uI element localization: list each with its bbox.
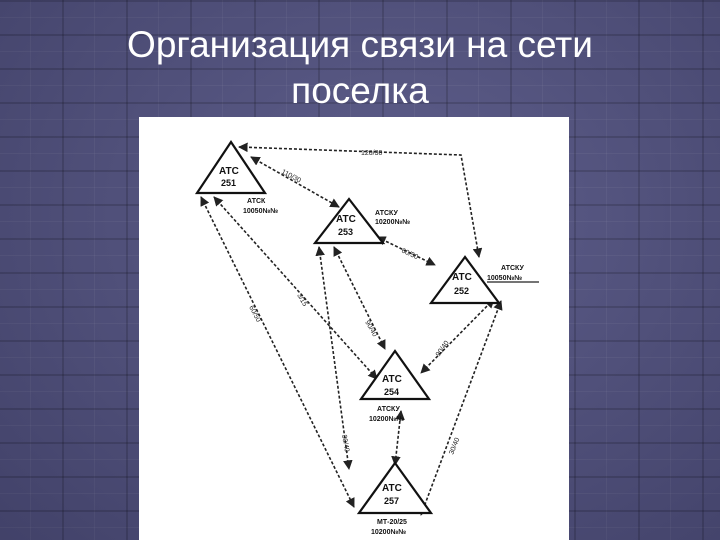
link-label-251-252: 120/30 (361, 150, 383, 157)
exchange-node-257: ATC 257 МТ-20/25 10200№№ (356, 461, 434, 536)
node-capacity: 10050№№ (243, 207, 278, 215)
link-254-257 (391, 410, 405, 466)
node-name: ATC (382, 374, 402, 385)
link-252-257 (419, 300, 503, 516)
node-name: ATC (382, 483, 402, 494)
link-label-251-257: 60/50 (247, 305, 261, 324)
triangle-icon (428, 255, 502, 305)
link-label-252-257: 30/40 (448, 437, 461, 456)
link-label-254-257: 30/40 (340, 434, 350, 453)
node-capacity: 10200№№ (369, 415, 404, 423)
link-label-252-254: 90/40 (435, 340, 451, 358)
link-labels: 120/30 110/30 60/50 60/50 3/15 90/40 90/… (247, 150, 461, 456)
link-253-254 (333, 246, 386, 350)
network-diagram: 120/30 110/30 60/50 60/50 3/15 90/40 90/… (139, 117, 569, 540)
node-number: 252 (454, 286, 469, 296)
node-number: 254 (384, 387, 399, 397)
node-capacity: 10200№№ (371, 528, 406, 536)
exchange-node-252: ATC 252 АТСКУ 10050№№ (428, 255, 524, 305)
link-label-251-253: 110/30 (280, 169, 302, 185)
node-name: ATC (219, 166, 239, 177)
node-type: АТСК (247, 198, 266, 205)
link-label-253-252: 60/50 (400, 247, 419, 261)
link-251-254 (213, 196, 378, 380)
triangle-icon (356, 461, 434, 515)
link-label-253-257: 3/15 (295, 293, 308, 308)
exchange-node-251: ATC 251 АТСК 10050№№ (194, 140, 278, 215)
node-type: АТСКУ (375, 210, 398, 217)
slide-title-line-1: Организация связи на сети (127, 24, 593, 65)
triangle-icon (194, 140, 268, 195)
node-number: 253 (338, 227, 353, 237)
link-251-252 (238, 142, 483, 258)
exchange-node-253: ATC 253 АТСКУ 10200№№ (312, 197, 410, 245)
node-type: АТСКУ (501, 265, 524, 272)
link-252-254 (420, 298, 495, 374)
link-253-252 (376, 236, 436, 266)
exchange-node-254: ATC 254 АТСКУ 10200№№ (358, 349, 432, 423)
slide-title: Организация связи на сети поселка (0, 22, 720, 114)
triangle-icon (312, 197, 386, 245)
node-type: АТСКУ (377, 406, 400, 413)
slide-title-line-2: поселка (291, 70, 429, 111)
link-251-253 (250, 156, 340, 208)
node-capacity: 10050№№ (487, 274, 522, 282)
node-name: ATC (452, 272, 472, 283)
network-diagram-svg: 120/30 110/30 60/50 60/50 3/15 90/40 90/… (194, 140, 539, 536)
node-capacity: 10200№№ (375, 218, 410, 226)
node-number: 251 (221, 178, 236, 188)
triangle-icon (358, 349, 432, 401)
node-number: 257 (384, 496, 399, 506)
node-type: МТ-20/25 (377, 519, 407, 526)
node-name: ATC (336, 214, 356, 225)
link-label-253-254: 90/40 (363, 320, 378, 339)
links (200, 142, 539, 516)
